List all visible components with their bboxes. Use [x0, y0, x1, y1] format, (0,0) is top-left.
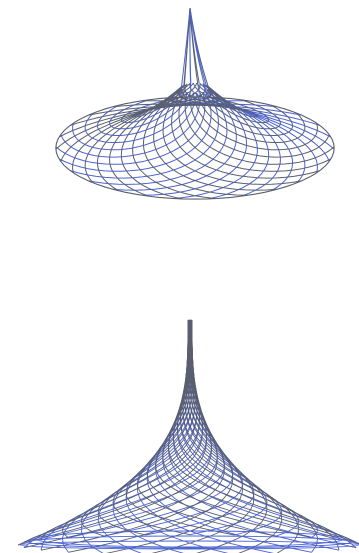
spiral-strand-ccw: [196, 92, 306, 143]
spiral-strand-ccw: [137, 319, 277, 537]
spiral-strand-ccw: [202, 91, 281, 130]
spiral-strand-ccw: [174, 89, 258, 118]
peak-strand: [189, 7, 192, 84]
base-ring: [19, 540, 359, 550]
spiral-strand-ccw: [178, 91, 332, 172]
peak-strand: [183, 7, 191, 86]
base-ring: [35, 530, 345, 548]
spiral-strand-ccw: [192, 92, 318, 151]
spiral-strand-ccw: [162, 88, 302, 185]
spiral-strand-ccw: [184, 91, 335, 165]
spiral-strand-ccw: [153, 87, 277, 191]
spiral-strand-ccw: [70, 85, 219, 126]
spiral-strand-ccw: [109, 83, 188, 197]
spiral-strand-ccw: [162, 320, 357, 543]
peak-strand: [189, 7, 207, 86]
spiral-strand-ccw: [146, 320, 312, 539]
rim-outline: [55, 96, 335, 200]
spiral-strand-ccw: [88, 86, 228, 116]
spiral-strand-ccw: [171, 90, 320, 179]
spiral-strand-ccw: [23, 319, 218, 549]
spiral-strand-ccw: [96, 82, 191, 192]
side-view-wireframe: [17, 319, 359, 553]
spiral-strand-ccw: [204, 90, 270, 124]
spiral-strand-ccw: [189, 92, 330, 158]
spiral-strand-ccw: [132, 85, 216, 200]
spiral-strand-ccw: [84, 82, 194, 184]
base-ring: [27, 535, 353, 549]
top-view-wireframe: [55, 7, 335, 200]
spiral-strand-ccw: [72, 82, 198, 173]
spiral-strand-cw: [70, 90, 219, 179]
spiral-strand-ccw: [199, 92, 294, 136]
